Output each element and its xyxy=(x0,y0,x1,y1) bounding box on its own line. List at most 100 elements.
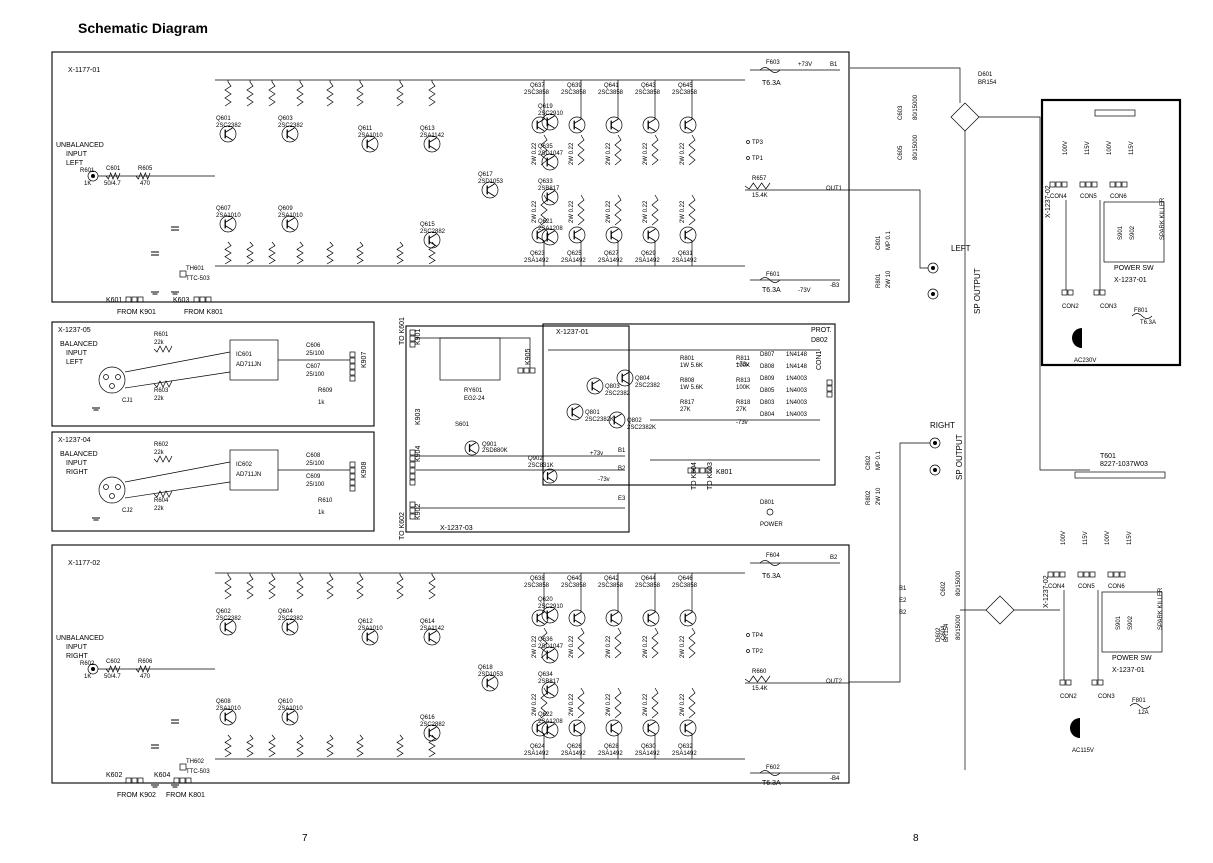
amp-right-fuse-top: F604 xyxy=(766,553,780,559)
amp-right-output-Q642 xyxy=(605,609,623,627)
amp-left-emitter-res xyxy=(651,194,659,226)
amp-right-frame xyxy=(51,544,850,784)
protect-diode-ref: D807 xyxy=(760,352,775,358)
amp-right-input-label: INPUT xyxy=(66,644,88,651)
amp-left-tp: TP1 xyxy=(752,156,764,162)
amp-right-q-ref: Q618 xyxy=(478,665,493,671)
amp-left-output-Q639 xyxy=(568,116,586,134)
mains-115-switch: S901 xyxy=(1116,615,1122,630)
transistor-collector xyxy=(591,379,600,385)
protect-con1 xyxy=(826,385,833,392)
amp-right-transistor-Q608 xyxy=(219,708,237,726)
protect-Q802 xyxy=(608,411,626,429)
amp-left-input-res2: R605 xyxy=(138,166,153,172)
protect-con1 xyxy=(826,391,833,398)
transistor-collector xyxy=(546,155,555,161)
mains-115-conn-label: CON4 xyxy=(1048,584,1065,590)
k801-conn xyxy=(693,467,700,474)
page-title: Schematic Diagram xyxy=(78,20,208,36)
mains-230-tap: 115V xyxy=(1129,141,1135,155)
protect-res-ref: R817 xyxy=(680,400,695,406)
k801-conn xyxy=(687,467,694,474)
amp-right-transistor-Q620 xyxy=(541,606,559,624)
amp-right-emitter-res-val: 2W 0.22 xyxy=(569,693,575,716)
amp-left-output-Q643 xyxy=(642,116,660,134)
amp-left-q-part: 2SA1010 xyxy=(358,133,383,139)
amp-right-q-part: 2SD1053 xyxy=(478,672,504,678)
mains-230-fuse-val: T6.3A xyxy=(1140,320,1156,326)
mains-115-con2 xyxy=(1059,679,1066,686)
amp-right-emitter-res-val: 2W 0.22 xyxy=(606,635,612,658)
amp-right-outq-part: 2SA1492 xyxy=(561,751,586,757)
balanced-left-ic-body xyxy=(229,339,279,381)
transistor-emitter xyxy=(621,379,630,385)
protect-q-part: 2SC2382K xyxy=(585,417,614,423)
psu-cap: C603 xyxy=(898,105,904,120)
balanced-left-connector-label: K907 xyxy=(361,352,368,368)
transistor-collector xyxy=(366,137,375,143)
balanced-right-cap: 25/100 xyxy=(306,482,325,488)
mains-230-switch: S901 xyxy=(1118,225,1124,240)
transistor-collector xyxy=(647,118,656,124)
amp-left-outq-ref: Q639 xyxy=(567,83,582,89)
mains-115-tap: 115V xyxy=(1083,531,1089,545)
amp-right-transistor-Q602 xyxy=(219,618,237,636)
amp-right-fuse-bottom-symbol xyxy=(759,770,781,776)
amp-left-emitter-res xyxy=(688,194,696,226)
mains-115-conn-label: CON6 xyxy=(1108,584,1125,590)
amp-left-emitter-res xyxy=(540,134,548,166)
balanced-right-connector xyxy=(349,485,356,492)
amp-left-emitter-res xyxy=(540,194,548,226)
mains-230-conn xyxy=(1049,181,1056,188)
k903-conn xyxy=(409,479,416,486)
components xyxy=(87,67,1166,788)
k603-connector xyxy=(193,296,200,303)
amp-right-emitter-res xyxy=(577,627,585,659)
sp-right-cap: C802 xyxy=(866,455,872,470)
amp-right-outq-part: 2SC3858 xyxy=(561,583,587,589)
transistor-collector xyxy=(684,228,693,234)
amp-right-outq-ref: Q632 xyxy=(678,744,693,750)
amp-left-bias-res xyxy=(428,81,436,107)
balanced-right-label: INPUT xyxy=(66,460,88,467)
amp-left-bias-res xyxy=(224,241,232,265)
mains-230-con3 xyxy=(1099,289,1106,296)
amp-right-input-res2-val: 470 xyxy=(140,674,151,680)
mains-115-tap: 100V xyxy=(1105,531,1111,545)
transformer-core xyxy=(1074,471,1166,479)
amp-right-r-in2 xyxy=(135,665,151,673)
mains-115-conn xyxy=(1083,571,1090,578)
mains-230-conn xyxy=(1121,181,1128,188)
transistor-emitter xyxy=(286,135,295,141)
protect-res-ref: R811 xyxy=(736,356,751,362)
mains-115-conn xyxy=(1113,571,1120,578)
protect-to-label: TO K604 xyxy=(691,462,698,490)
transistor-collector xyxy=(536,721,545,727)
balanced-right-frame xyxy=(51,431,375,532)
transistor-emitter xyxy=(428,734,437,740)
protect-q-part: 2SC2382 xyxy=(605,391,631,397)
amp-right-bias-res xyxy=(268,734,276,758)
transistor-collector xyxy=(224,217,233,223)
protect-res-val: 27K xyxy=(680,407,691,413)
transistor-collector xyxy=(647,228,656,234)
transistor-emitter xyxy=(224,628,233,634)
amp-left-frame xyxy=(51,51,850,303)
balanced-left-connector xyxy=(349,375,356,382)
amp-left-bias-res xyxy=(326,81,334,107)
k601-label: K601 xyxy=(106,297,122,304)
amp-left-input-cap: C601 xyxy=(106,166,121,172)
amp-left-emitter-res-val: 2W 0.22 xyxy=(569,200,575,223)
balanced-left-cap: C607 xyxy=(306,364,321,370)
page-number-left: 7 xyxy=(302,833,308,844)
protect-led: D802 xyxy=(811,337,828,344)
balanced-right-ic-ref: IC602 xyxy=(236,462,253,468)
amp-right-q-part: 2SC2882 xyxy=(420,722,446,728)
sp-right-res: R802 xyxy=(866,490,872,505)
relay-part: EG2-24 xyxy=(464,396,485,402)
amp-right-q-part: 2SD1047 xyxy=(538,644,564,650)
mains-115-board: X-1237-02 xyxy=(1043,575,1050,608)
sp-left-jack-a xyxy=(927,262,939,274)
protect-q-part: 2SC2382K xyxy=(627,425,656,431)
